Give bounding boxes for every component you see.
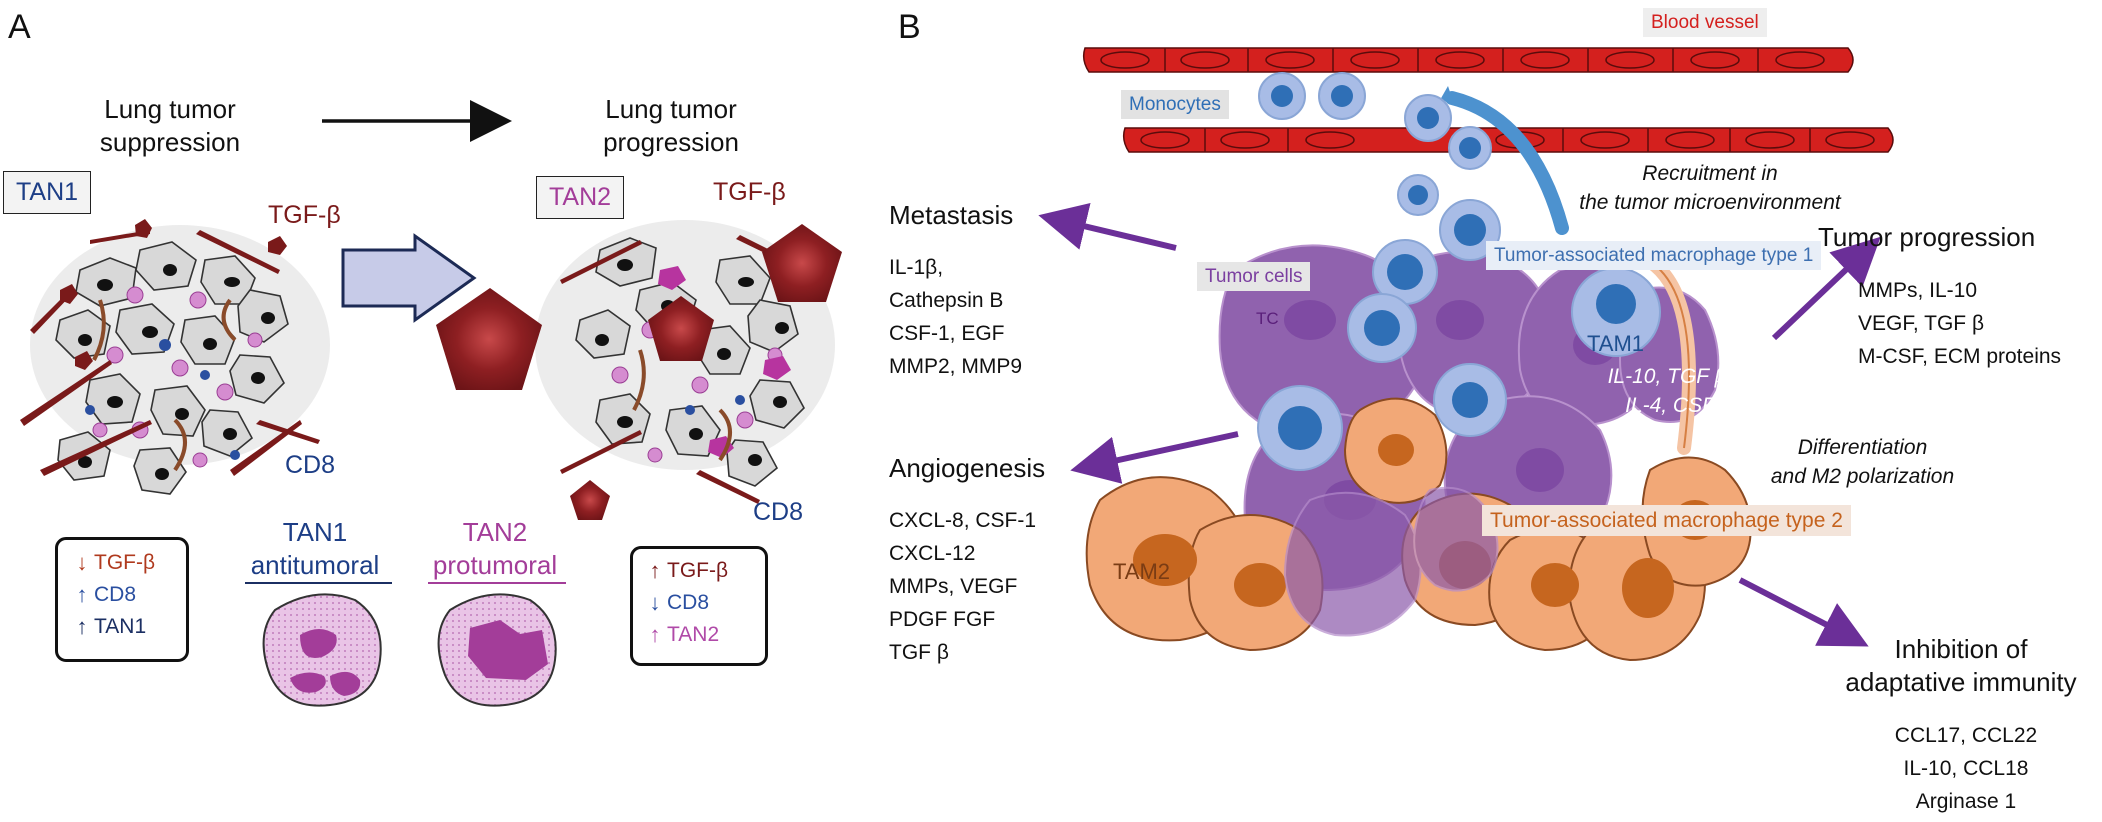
recruitment-label: Recruitment in the tumor microenvironmen… (1545, 159, 1875, 218)
legend-label: TGF-β (94, 550, 156, 574)
differentiation-label: Differentiation and M2 polarization (1750, 433, 1975, 492)
tan1-label-line2: antitumoral (250, 550, 380, 581)
legend-label: CD8 (94, 582, 137, 606)
recruitment-line2: the tumor microenvironment (1579, 191, 1841, 215)
legend-row: ↑TAN1 (72, 611, 186, 643)
tan2-protumoral-label: TAN2 protumoral (405, 516, 585, 583)
cytokines-line1: IL-10, TGF β, (1607, 365, 1733, 388)
transition-arrow (341, 233, 477, 323)
up-arrow-icon: ↑ (649, 621, 661, 647)
list-item: MMPs, IL-10 (1858, 279, 1978, 302)
tumor-progression-title: Tumor progression (1818, 222, 2036, 252)
list-item: CSF-1, EGF (889, 321, 1005, 345)
tgf-beta-label-left: TGF-β (268, 201, 341, 229)
differentiation-line2: and M2 polarization (1770, 465, 1955, 489)
header-suppression-line2: suppression (99, 127, 241, 158)
outcome-arrows (1038, 202, 1881, 647)
legend-suppression: ↓TGF-β↑CD8↑TAN1 (55, 537, 189, 662)
tam-type1-label: Tumor-associated macrophage type 1 (1486, 241, 1822, 270)
legend-label: CD8 (667, 590, 710, 614)
monocytes-label: Monocytes (1121, 90, 1229, 119)
inhibition-title-line1: Inhibition of (1894, 634, 2028, 664)
panel-a-label: A (8, 8, 31, 46)
tumor-cluster-suppression (20, 219, 330, 495)
tam2-label: TAM2 (1113, 559, 1171, 584)
list-item: CXCL-12 (889, 541, 976, 565)
recruitment-line1: Recruitment in (1642, 162, 1778, 185)
panel-b-label: B (898, 8, 921, 46)
tumor-cluster-progression (436, 220, 842, 520)
legend-progression: ↑TGF-β↓CD8↑TAN2 (630, 546, 768, 666)
list-item: IL-1β, (889, 256, 944, 279)
legend-row: ↑CD8 (72, 579, 186, 611)
cd8-label-right: CD8 (753, 498, 804, 526)
inhibition-title: Inhibition of adaptative immunity (1830, 633, 2092, 699)
list-item: TGF β (889, 640, 949, 664)
list-item: CXCL-8, CSF-1 (889, 509, 1037, 532)
metastasis-title: Metastasis (889, 200, 1014, 230)
metastasis-list: IL-1β, Cathepsin B CSF-1, EGF MMP2, MMP9 (889, 252, 1022, 384)
tan2-box: TAN2 (536, 176, 625, 219)
differentiation-line1: Differentiation (1797, 436, 1928, 459)
list-item: MMP2, MMP9 (889, 354, 1023, 378)
legend-row: ↓CD8 (645, 587, 765, 619)
down-arrow-icon: ↓ (76, 550, 88, 575)
blood-vessel-lower (1122, 127, 1894, 153)
blood-vessel-label: Blood vessel (1643, 8, 1767, 37)
down-arrow-icon: ↓ (649, 589, 661, 615)
list-item: Arginase 1 (1915, 789, 2017, 813)
list-item: M-CSF, ECM proteins (1858, 344, 2062, 368)
tc-label: TC (1256, 309, 1279, 328)
header-progression-line2: progression (603, 127, 739, 158)
legend-label: TAN2 (667, 622, 720, 646)
list-item: IL-10, CCL18 (1903, 756, 2029, 780)
up-arrow-icon: ↑ (76, 613, 88, 639)
up-arrow-icon: ↑ (649, 558, 661, 583)
header-suppression: Lung tumor suppression (85, 93, 255, 160)
legend-row: ↑TAN2 (645, 619, 765, 651)
angiogenesis-title: Angiogenesis (889, 453, 1046, 483)
list-item: VEGF, TGF β (1858, 311, 1985, 335)
tan1-label-line1: TAN1 (282, 517, 348, 547)
list-item: MMPs, VEGF (889, 574, 1018, 598)
list-item: CCL17, CCL22 (1894, 724, 2038, 747)
legend-label: TGF-β (667, 558, 729, 582)
tam1-label: TAM1 (1587, 331, 1645, 356)
tan2-label-line1: TAN2 (462, 517, 528, 547)
legend-row: ↓TGF-β (72, 547, 186, 579)
list-item: PDGF FGF (889, 607, 996, 631)
tam-type2-label: Tumor-associated macrophage type 2 (1482, 505, 1851, 536)
tan1-antitumoral-label: TAN1 antitumoral (225, 516, 405, 583)
tan1-box: TAN1 (3, 171, 92, 214)
cd8-label-left: CD8 (285, 451, 336, 479)
tan2-label-line2: protumoral (432, 550, 558, 581)
tgf-beta-label-right: TGF-β (713, 178, 786, 206)
up-arrow-icon: ↑ (76, 581, 88, 607)
header-suppression-line1: Lung tumor (104, 94, 236, 124)
blood-vessel-upper (1082, 47, 1854, 73)
monocytes (1257, 72, 1661, 471)
list-item: Cathepsin B (889, 288, 1004, 312)
inhibition-title-line2: adaptative immunity (1845, 667, 2077, 698)
legend-label: TAN1 (94, 614, 147, 638)
tumor-cells-label: Tumor cells (1197, 262, 1311, 291)
header-progression-line1: Lung tumor (605, 94, 737, 124)
cytokines-label: IL-10, TGF β, IL-4, CSF (1590, 362, 1750, 421)
cytokines-line2: IL-4, CSF (1625, 394, 1715, 418)
legend-row: ↑TGF-β (645, 555, 765, 587)
header-progression: Lung tumor progression (586, 93, 756, 160)
